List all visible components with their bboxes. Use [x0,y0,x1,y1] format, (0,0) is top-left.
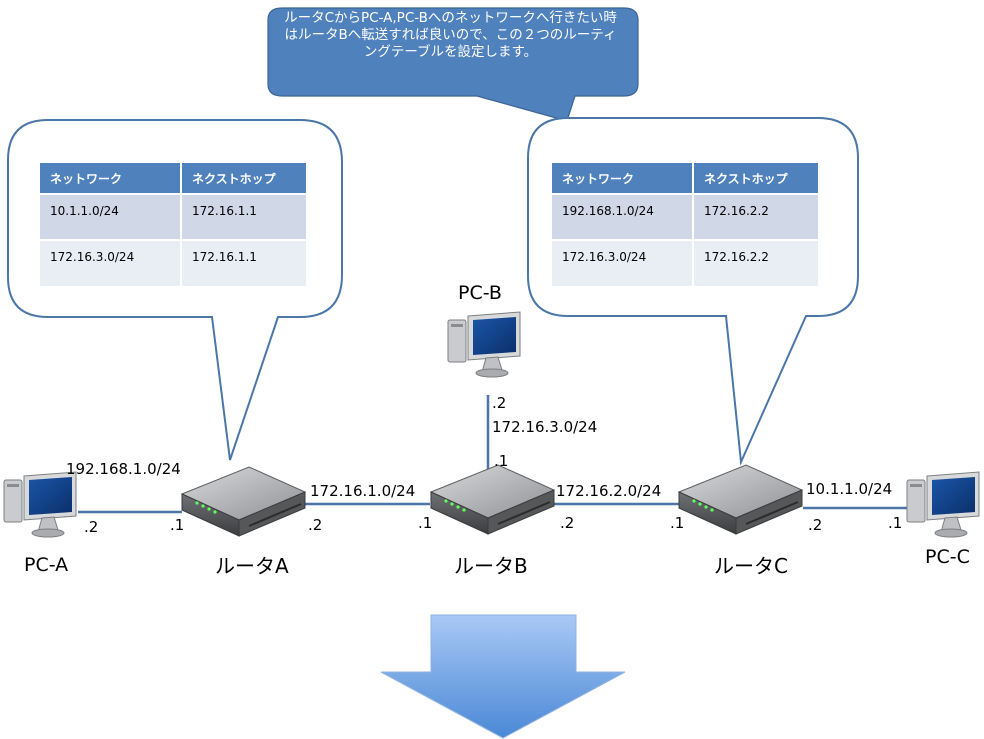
network-label: 172.16.2.0/24 [556,482,662,500]
router-a-label: ルータA [215,554,289,578]
router-b-label: ルータB [454,554,528,578]
address-label: .2 [84,518,99,536]
table-row: 172.16.3.0/24 172.16.2.2 [552,239,820,286]
callout-text: ルータCからPC-A,PC-Bへのネットワークへ行きたい時はルータBへ転送すれば… [284,10,617,60]
router-c-label: ルータC [714,554,788,578]
address-label: .1 [418,514,433,532]
table-cell: 172.16.2.2 [693,193,820,240]
table-cell: 172.16.2.2 [693,239,820,286]
address-label: .2 [560,514,575,532]
pc-b-icon[interactable] [447,311,521,378]
router-a-icon[interactable] [180,465,307,538]
address-label: .1 [170,516,185,534]
table-row: 172.16.3.0/24 172.16.1.1 [40,239,308,286]
network-links [78,395,925,514]
pc-a-label: PC-A [24,554,69,576]
address-label: .2 [308,516,323,534]
pc-c-icon[interactable] [906,471,980,538]
callout-bubble [267,7,639,122]
address-label: .2 [808,516,823,534]
table-header-network: ネットワーク [552,163,694,194]
router-c-icon[interactable] [677,463,804,536]
address-label: .1 [494,452,509,470]
router-a-routing-table: ネットワーク ネクストホップ 10.1.1.0/24 172.16.1.1 17… [40,163,308,286]
router-c-routing-table: ネットワーク ネクストホップ 192.168.1.0/24 172.16.2.2… [552,163,820,286]
table-cell: 192.168.1.0/24 [552,193,694,240]
pc-c-label: PC-C [925,546,970,568]
address-label: .1 [888,514,903,532]
table-row: 10.1.1.0/24 172.16.1.1 [40,193,308,240]
table-header-network: ネットワーク [40,163,182,194]
table-header-next-hop: ネクストホップ [181,163,308,194]
down-arrow [380,614,626,739]
network-label: 192.168.1.0/24 [66,460,181,478]
table-cell: 10.1.1.0/24 [40,193,182,240]
network-label: 172.16.1.0/24 [310,482,416,500]
address-label: .1 [670,514,685,532]
table-cell: 172.16.1.1 [181,239,308,286]
address-label: .2 [492,394,507,412]
router-b-icon[interactable] [429,463,556,536]
network-label: 172.16.3.0/24 [492,418,598,436]
network-label: 10.1.1.0/24 [806,480,893,498]
table-header-next-hop: ネクストホップ [693,163,820,194]
table-cell: 172.16.3.0/24 [40,239,182,286]
table-row: 192.168.1.0/24 172.16.2.2 [552,193,820,240]
table-cell: 172.16.3.0/24 [552,239,694,286]
table-cell: 172.16.1.1 [181,193,308,240]
pc-b-label: PC-B [458,282,502,304]
pc-a-icon[interactable] [3,471,77,538]
